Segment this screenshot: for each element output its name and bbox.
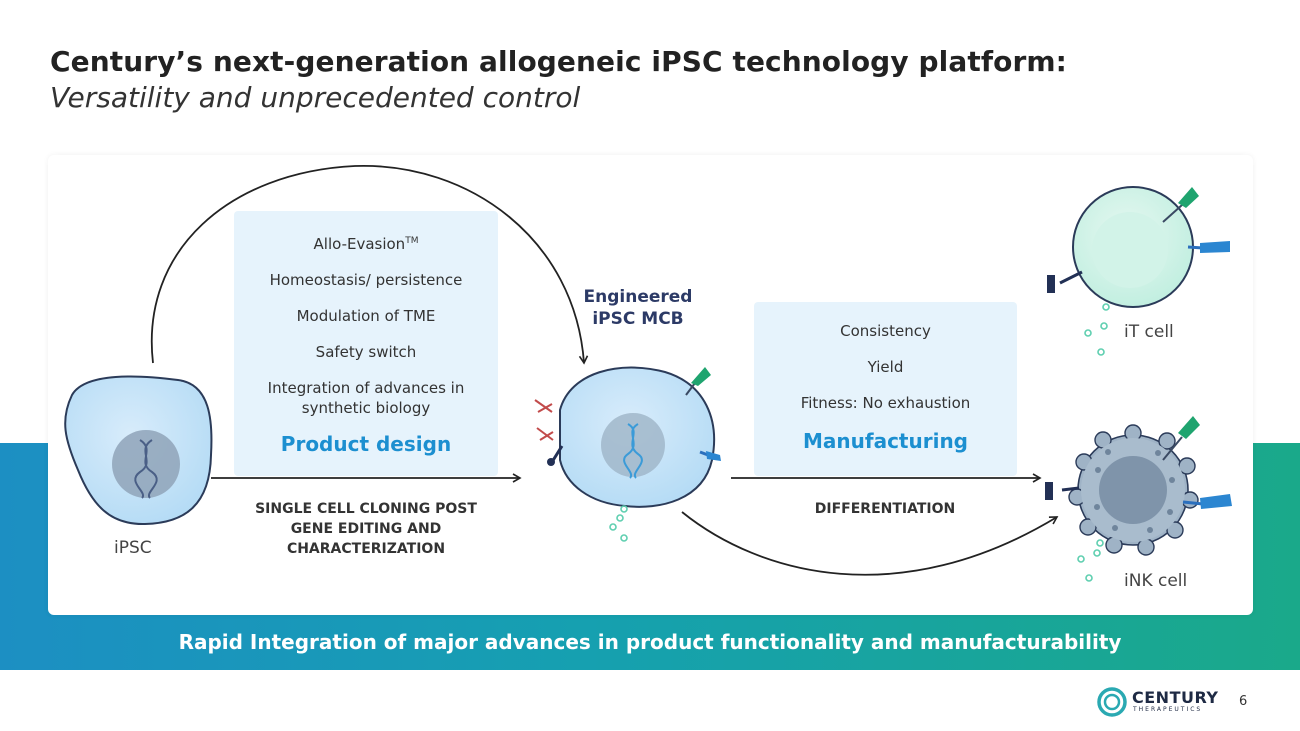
secreted-particles <box>1084 303 1110 356</box>
engineered-ipsc-label: Engineered iPSC MCB <box>583 287 693 329</box>
manufacturing-item: Yield <box>867 358 904 376</box>
antibody-icon <box>534 399 554 441</box>
it-cell <box>1047 186 1230 356</box>
trademark-mark: TM <box>405 236 419 246</box>
anchor-receptor-icon <box>1045 482 1080 500</box>
product-design-box: Allo-EvasionTM Homeostasis/ persistence … <box>234 211 498 476</box>
cloning-step-caption: SINGLE CELL CLONING POST GENE EDITING AN… <box>255 501 477 557</box>
dna-icon <box>623 423 643 479</box>
century-logo: CENTURY THERAPEUTICS <box>1096 686 1226 718</box>
ipsc-label: iPSC <box>114 538 152 558</box>
big-curved-arrow <box>150 165 589 365</box>
anchor-receptor-icon <box>1047 270 1083 293</box>
lower-curved-arrow <box>681 511 1059 576</box>
manufacturing-item: Fitness: No exhaustion <box>800 394 971 412</box>
design-item: Homeostasis/ persistence <box>269 271 463 289</box>
granules <box>1094 449 1175 533</box>
receptor-icon <box>685 367 721 461</box>
dna-icon <box>134 439 158 499</box>
secreted-particles <box>609 505 628 542</box>
banner-caption: Rapid Integration of major advances in p… <box>178 630 1122 654</box>
design-item: Modulation of TME <box>296 307 436 325</box>
manufacturing-box: Consistency Yield Fitness: No exhaustion… <box>754 302 1017 476</box>
anchor-receptor-icon <box>547 445 564 466</box>
engineered-cell <box>534 366 721 542</box>
manufacturing-item: Consistency <box>840 322 931 340</box>
title-main: Century’s next-generation allogeneic iPS… <box>50 45 1067 78</box>
design-item: Safety switch <box>315 343 417 361</box>
secreted-particles <box>1077 539 1104 582</box>
page-number: 6 <box>1239 694 1248 709</box>
design-item: Integration of advances in synthetic bio… <box>267 379 465 417</box>
ipsc-cell <box>64 375 213 526</box>
slide-title: Century’s next-generation allogeneic iPS… <box>50 44 1067 116</box>
it-cell-label: iT cell <box>1124 322 1174 342</box>
receptor-icon <box>1162 187 1230 253</box>
receptor-icon <box>1162 416 1232 509</box>
ink-cell-label: iNK cell <box>1124 571 1188 591</box>
manufacturing-heading: Manufacturing <box>803 429 968 453</box>
logo-name: CENTURY <box>1132 688 1219 707</box>
differentiation-step-caption: DIFFERENTIATION <box>814 501 956 517</box>
product-design-heading: Product design <box>280 432 452 456</box>
logo-tagline: THERAPEUTICS <box>1133 706 1203 713</box>
ink-cell <box>1045 416 1232 582</box>
century-logo-mark-icon <box>1097 687 1127 717</box>
title-subtitle: Versatility and unprecedented control <box>50 81 581 114</box>
design-item: Allo-EvasionTM <box>313 235 419 253</box>
